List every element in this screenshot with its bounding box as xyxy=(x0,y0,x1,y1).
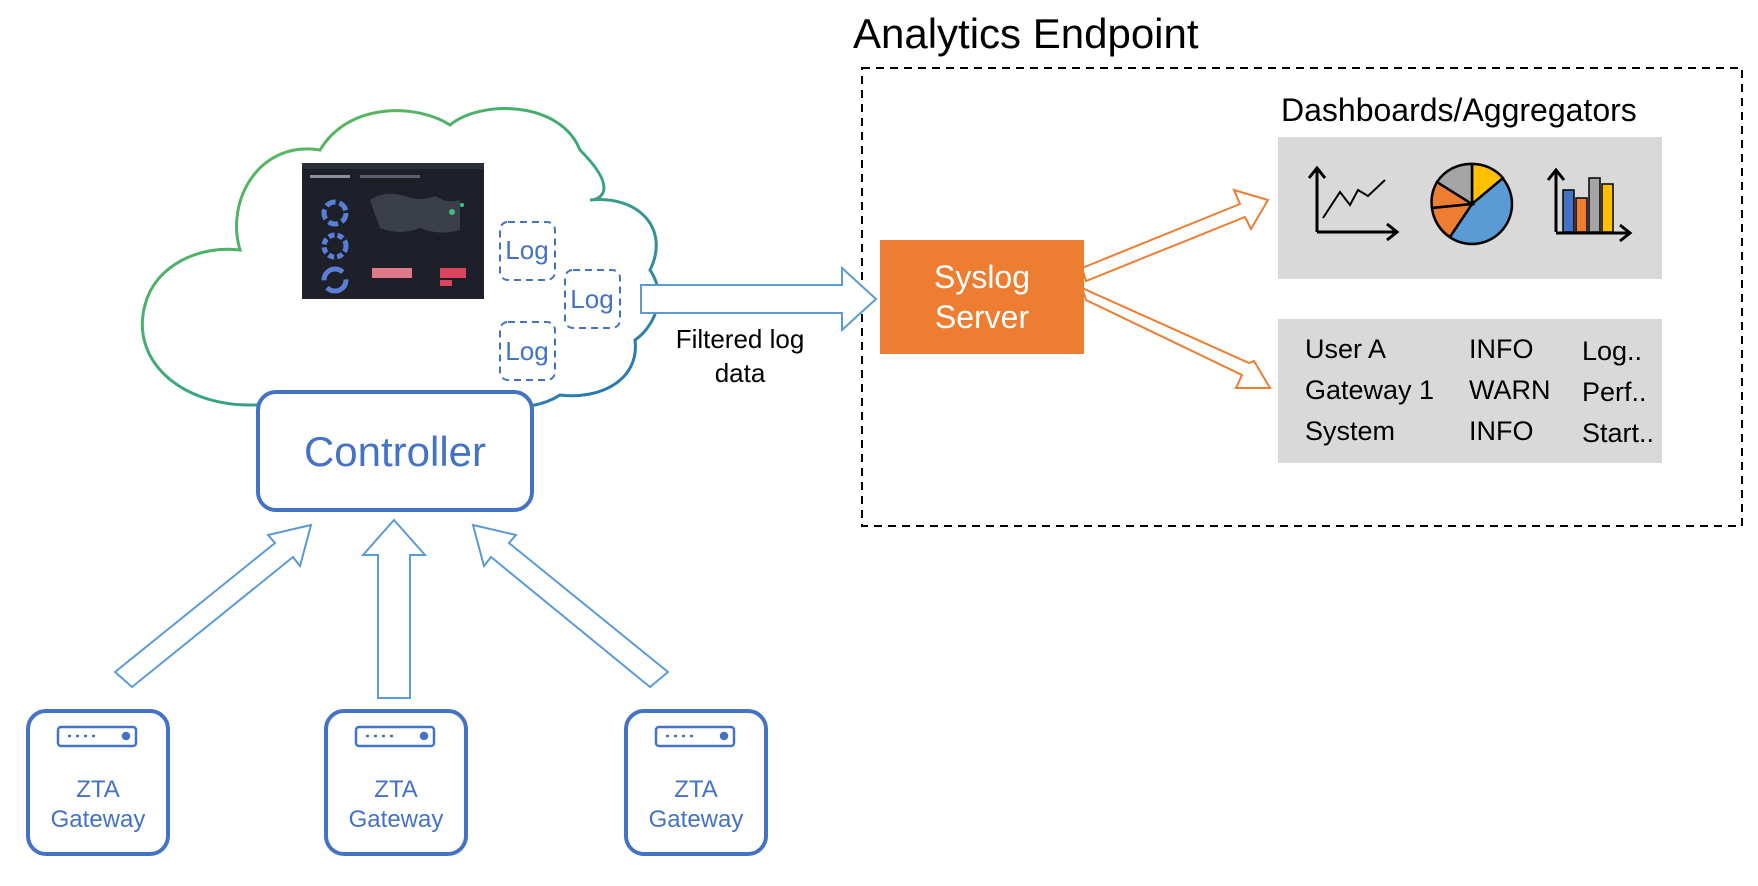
server-device-icon xyxy=(56,725,138,748)
server-device-icon xyxy=(354,725,436,748)
log-message: Log.. xyxy=(1582,336,1643,366)
log-level: INFO xyxy=(1469,334,1534,364)
gateway-label: ZTA Gateway xyxy=(28,775,168,835)
gateway-label-line1: ZTA xyxy=(674,776,718,803)
log-message: Start.. xyxy=(1582,418,1655,448)
syslog-server-label-line2: Server xyxy=(934,299,1030,335)
gateway-label: ZTA Gateway xyxy=(326,775,466,835)
log-source: Gateway 1 xyxy=(1305,375,1435,405)
bar-chart-icon xyxy=(1546,167,1633,243)
gateway-label-line1: ZTA xyxy=(76,776,120,803)
gateway-label-line2: Gateway xyxy=(348,806,444,833)
log-level: INFO xyxy=(1469,416,1534,446)
log-label: Log xyxy=(570,284,614,314)
log-table-panel xyxy=(1278,319,1662,463)
line-chart-icon xyxy=(1307,165,1400,242)
server-device-icon xyxy=(654,725,736,748)
arrow-to-dashboards xyxy=(1080,188,1270,283)
log-box xyxy=(499,321,556,381)
gateway-label-line2: Gateway xyxy=(50,806,146,833)
log-box xyxy=(499,221,556,281)
dashboard-screenshot xyxy=(302,163,484,299)
controller-box xyxy=(256,390,534,512)
log-source: User A xyxy=(1305,334,1387,364)
log-level: WARN xyxy=(1469,375,1551,405)
gateway-arrow-right xyxy=(471,523,670,689)
syslog-server-label-line1: Syslog xyxy=(933,259,1031,295)
controller-label: Controller xyxy=(303,428,487,475)
analytics-endpoint-title: Analytics Endpoint xyxy=(853,10,1199,57)
log-message: Perf.. xyxy=(1582,377,1647,407)
gateway-label-line2: Gateway xyxy=(648,806,744,833)
syslog-server-box: Syslog Server xyxy=(880,240,1084,354)
gateway-arrow-center xyxy=(360,518,428,699)
filtered-log-arrow xyxy=(640,265,878,333)
log-source: System xyxy=(1305,416,1396,446)
gateway-label: ZTA Gateway xyxy=(626,775,766,835)
log-label: Log xyxy=(505,336,549,366)
filtered-log-label: Filtered log data xyxy=(675,324,805,388)
dashboards-aggregators-title: Dashboards/Aggregators xyxy=(1281,92,1637,128)
gateway-label-line1: ZTA xyxy=(374,776,418,803)
pie-chart-icon xyxy=(1430,162,1514,246)
arrow-to-log-table xyxy=(1080,286,1272,389)
analytics-endpoint-frame xyxy=(861,67,1743,527)
log-box xyxy=(564,269,621,329)
gateway-arrow-left xyxy=(113,523,313,689)
log-label: Log xyxy=(505,235,549,265)
